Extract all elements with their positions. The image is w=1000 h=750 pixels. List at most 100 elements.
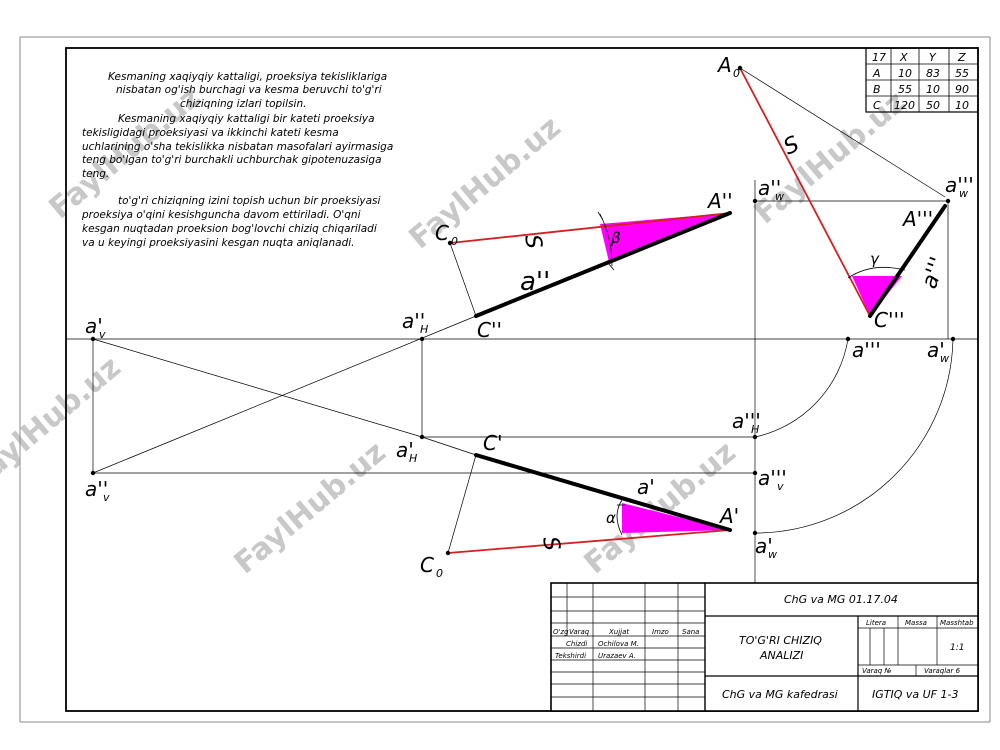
segment-horizontal: [474, 453, 732, 532]
scale-value: 1:1: [950, 643, 964, 653]
label-av2: a'': [85, 477, 108, 501]
point: [90, 470, 96, 476]
label-sub: v: [103, 491, 110, 504]
table-cell: 120: [894, 99, 915, 112]
description-line: uchlarining o'sha tekislikka nisbatan ma…: [82, 141, 393, 153]
point: [752, 470, 758, 476]
description-line: Kesmaning xaqiyqiy kattaligi bir kateti …: [118, 113, 375, 125]
angle-arc-alpha: [616, 499, 623, 536]
table-cell: 10: [898, 67, 912, 80]
trace-line: [92, 315, 477, 474]
point-labels: A 0 C 0 C 0 A'' C'' a'' A''' C''' a''' A…: [85, 53, 974, 580]
watermark-text: FaylHub.uz: [228, 435, 393, 581]
label-sub: v: [777, 480, 784, 493]
title-block-label: Varaqlar 6: [924, 667, 961, 675]
link-line: [739, 67, 946, 198]
label-sub: 0: [733, 67, 740, 80]
title-block-label: Litera: [866, 619, 886, 627]
group-name: IGTIQ va UF 1-3: [872, 688, 958, 701]
drawing-title: TO'G'RI CHIZIQ: [739, 634, 822, 647]
description-line: teng bo'lgan to'g'ri burchakli uchburcha…: [82, 154, 382, 166]
label-A-frontal: A'': [706, 189, 733, 213]
point: [419, 336, 425, 342]
label-sub: v: [99, 328, 106, 341]
title-block-col-header: Sana: [682, 628, 699, 636]
transfer-arc: [754, 338, 849, 438]
description-line: tekisligidagi proeksiyasi va ikkinchi ka…: [82, 127, 339, 139]
table-cell: 90: [955, 83, 969, 96]
label-sub: H: [751, 423, 759, 436]
label-S-bottom: S: [537, 535, 564, 553]
point: [950, 336, 956, 342]
point: [90, 336, 96, 342]
true-length-lines: [447, 67, 871, 554]
drawing-frame: [65, 47, 979, 712]
title-block-name: Ochilova M.: [598, 640, 639, 648]
transfer-arc: [754, 338, 954, 534]
description-line: va u keyingi proeksiyasini kesgan nuqta …: [82, 237, 355, 249]
label-A-horizontal: A': [718, 504, 739, 528]
true-length-right: [739, 67, 871, 317]
table-header: Z: [957, 51, 966, 64]
description-line: proeksiya o'qini kesishguncha davom etti…: [81, 209, 361, 221]
label-sub: 0: [436, 567, 443, 580]
description-text: Kesmaning xaqiyqiy kattaligi, proeksiya …: [81, 71, 393, 249]
triangle-alpha: [622, 503, 730, 533]
label-sub: H: [409, 452, 417, 465]
description-line: Kesmaning xaqiyqiy kattaligi, proeksiya …: [108, 71, 387, 83]
label-sub: 0: [451, 235, 458, 248]
title-block-row-label: Chizdi: [566, 640, 587, 648]
point: [737, 65, 743, 71]
watermark-text: FaylHub.uz: [0, 350, 128, 496]
point: [419, 434, 425, 440]
table-cell: 55: [955, 67, 969, 80]
label-aw1-bottom: a': [755, 534, 773, 558]
table-cell: C: [873, 99, 881, 112]
title-block-row-label: Tekshirdi: [555, 652, 586, 660]
description-line: to'g'ri chiziqning izini topish uchun bi…: [118, 195, 380, 207]
label-a-profile-axis: a''': [852, 338, 881, 362]
label-aw1-axis: a': [927, 338, 945, 362]
table-header: X: [899, 51, 908, 64]
table-cell: 83: [926, 67, 940, 80]
description-line: chiziqning izlari topilsin.: [180, 98, 306, 110]
table-cell: A: [872, 67, 881, 80]
title-block: O'zg Varaq Xujjat Imzo Sana Chizdi Teksh…: [550, 582, 979, 712]
label-av1: a': [85, 314, 103, 338]
description-line: teng.: [82, 168, 109, 180]
table-cell: B: [873, 83, 881, 96]
label-sub: w: [768, 548, 777, 561]
trace-line: [92, 338, 423, 438]
point: [445, 550, 451, 556]
angle-arc-gamma: [847, 266, 906, 279]
trace-line: [421, 436, 477, 456]
point: [845, 336, 851, 342]
document-code: ChG va MG 01.17.04: [784, 593, 898, 606]
watermark-text: FaylHub.uz: [748, 85, 913, 231]
label-A-profile: A''': [901, 207, 933, 231]
title-block-name: Urazaev A.: [598, 652, 636, 660]
label-a-profile: a''': [917, 254, 951, 292]
label-aw3: a''': [945, 173, 974, 197]
title-block-col-header: O'zg: [553, 628, 569, 636]
table-cell: 55: [898, 83, 912, 96]
title-block-label: Varaq №: [862, 667, 892, 675]
label-aH1: a': [396, 438, 414, 462]
label-beta: β: [610, 229, 621, 247]
construction-lines: [66, 67, 978, 584]
label-sub: w: [940, 352, 949, 365]
label-S-top: S: [519, 233, 546, 251]
label-sub: w: [775, 190, 784, 203]
label-sub: w: [959, 187, 968, 200]
label-aH2: a'': [402, 309, 425, 333]
point: [945, 198, 951, 204]
title-block-label: Massa: [905, 619, 927, 627]
table-cell: 10: [926, 83, 940, 96]
coordinate-table: 17 X Y Z A 10 83 55 B 55 10 90 C 120 50 …: [865, 47, 979, 113]
title-block-col-header: Xujjat: [608, 628, 629, 636]
title-block-col-header: Imzo: [652, 628, 669, 636]
label-C-horizontal: C': [483, 431, 502, 455]
description-line: kesgan nuqtadan proeksion bog'lovchi chi…: [82, 223, 377, 235]
label-alpha: α: [606, 509, 616, 527]
